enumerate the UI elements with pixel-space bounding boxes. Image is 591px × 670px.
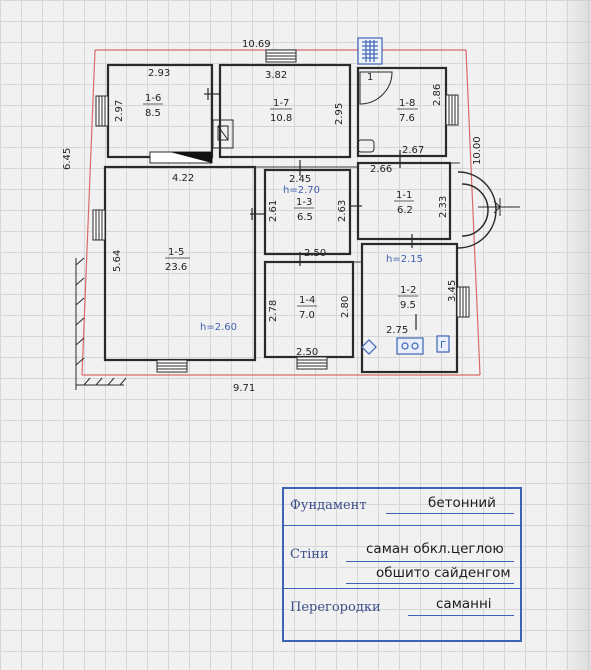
foundation-value: бетонний xyxy=(428,495,496,511)
room-1-8: 1-8 7.6 xyxy=(397,98,418,124)
room-1-3: 1-3 6.5 xyxy=(294,197,314,223)
legend-row-foundation: Фундамент бетонний xyxy=(284,489,520,526)
dim-1-4-height-left: 2.78 xyxy=(268,300,279,322)
room-area: 23.6 xyxy=(165,262,187,273)
dim-top-width: 10.69 xyxy=(242,39,271,50)
walls-value-2: обшито сайденгом xyxy=(376,565,511,581)
room-area: 8.5 xyxy=(145,108,161,119)
foundation-label: Фундамент xyxy=(290,498,367,513)
room-1-6: 1-6 8.5 xyxy=(143,93,163,119)
dim-1-3-bottom: 2.50 xyxy=(304,248,326,259)
room-1-5: 1-5 23.6 xyxy=(165,247,190,273)
dim-1-2-height: 3.45 xyxy=(447,280,458,302)
room-area: 6.2 xyxy=(397,205,413,216)
dim-1-3-height-right: 2.63 xyxy=(337,200,348,222)
room-id: 1-2 xyxy=(400,285,416,296)
dim-1-2-width: 2.75 xyxy=(386,325,408,336)
dim-1-4-bottom: 2.50 xyxy=(296,347,318,358)
dim-1-6-height: 2.97 xyxy=(114,100,125,122)
room-area: 10.8 xyxy=(270,113,292,124)
walls-label: Стіни xyxy=(290,547,329,562)
sink-fixture xyxy=(357,139,375,153)
room-area: 9.5 xyxy=(400,300,416,311)
room-id: 1-4 xyxy=(299,295,315,306)
dim-right-height: 10.00 xyxy=(472,136,483,165)
dim-1-4-height-right: 2.80 xyxy=(340,296,351,318)
dim-1-3-width: 2.45 xyxy=(289,174,311,185)
room-id: 1-8 xyxy=(399,98,415,109)
chimney-fixture xyxy=(212,119,234,149)
legend-row-walls: Стіни саман обкл.цеглою обшито сайденгом xyxy=(284,525,520,589)
partitions xyxy=(255,162,460,263)
legend-row-partitions: Перегородки саманні xyxy=(284,588,520,640)
dim-1-6-width: 2.93 xyxy=(148,68,170,79)
underline xyxy=(346,583,514,584)
room-area: 7.6 xyxy=(399,113,415,124)
partitions-value: саманні xyxy=(436,596,492,612)
ceiling-height-1-2: h=2.15 xyxy=(386,254,423,265)
porch xyxy=(457,171,520,249)
room-id: 1-6 xyxy=(145,93,161,104)
underline xyxy=(346,561,514,562)
shower-fixture xyxy=(357,37,383,65)
stove-label: Г xyxy=(440,340,446,351)
door-marks xyxy=(204,88,417,330)
room-1-4: 1-4 7.0 xyxy=(297,295,317,321)
dim-1-8-height: 2.86 xyxy=(432,84,443,106)
room-area: 6.5 xyxy=(297,212,313,223)
room-id: 1-3 xyxy=(296,197,312,208)
construction-legend-table: Фундамент бетонний Стіни саман обкл.цегл… xyxy=(282,487,522,642)
room-1-1: 1-1 6.2 xyxy=(394,190,414,216)
room-1-7: 1-7 10.8 xyxy=(270,98,292,124)
walls-value-1: саман обкл.цеглою xyxy=(366,541,504,557)
room-id: 1-1 xyxy=(396,190,412,201)
kitchen-fixtures xyxy=(361,335,450,355)
ground-hatching xyxy=(75,257,127,390)
windows xyxy=(92,49,470,373)
room-area: 7.0 xyxy=(299,310,315,321)
dim-1-1-width-right: 2.67 xyxy=(402,145,424,156)
door-swing-1-8 xyxy=(359,71,393,105)
lot-outline xyxy=(81,49,481,376)
room-1-2: 1-2 9.5 xyxy=(398,285,418,311)
ceiling-height-1-3: h=2.70 xyxy=(283,185,320,196)
underline xyxy=(408,615,514,616)
dim-1-7-width: 3.82 xyxy=(265,70,287,81)
stove-fixture xyxy=(149,151,213,164)
boiler-fixture xyxy=(436,335,450,353)
room-id: 1-5 xyxy=(168,247,184,258)
toilet-label: 1 xyxy=(367,72,373,83)
dim-1-5-height: 5.64 xyxy=(112,250,123,272)
dim-1-3-height-left: 2.61 xyxy=(268,200,279,222)
dim-1-1-width-left: 2.66 xyxy=(370,164,392,175)
dim-left-height: 6.45 xyxy=(62,148,73,170)
dim-bottom-width: 9.71 xyxy=(233,383,255,394)
dim-1-7-height: 2.95 xyxy=(334,103,345,125)
page-edge-shadow xyxy=(560,0,591,670)
underline xyxy=(386,513,514,514)
ceiling-height-1-5: h=2.60 xyxy=(200,322,237,333)
dim-1-5-width: 4.22 xyxy=(172,173,194,184)
room-id: 1-7 xyxy=(273,98,289,109)
dim-1-1-height: 2.33 xyxy=(438,196,449,218)
partitions-label: Перегородки xyxy=(290,600,381,615)
